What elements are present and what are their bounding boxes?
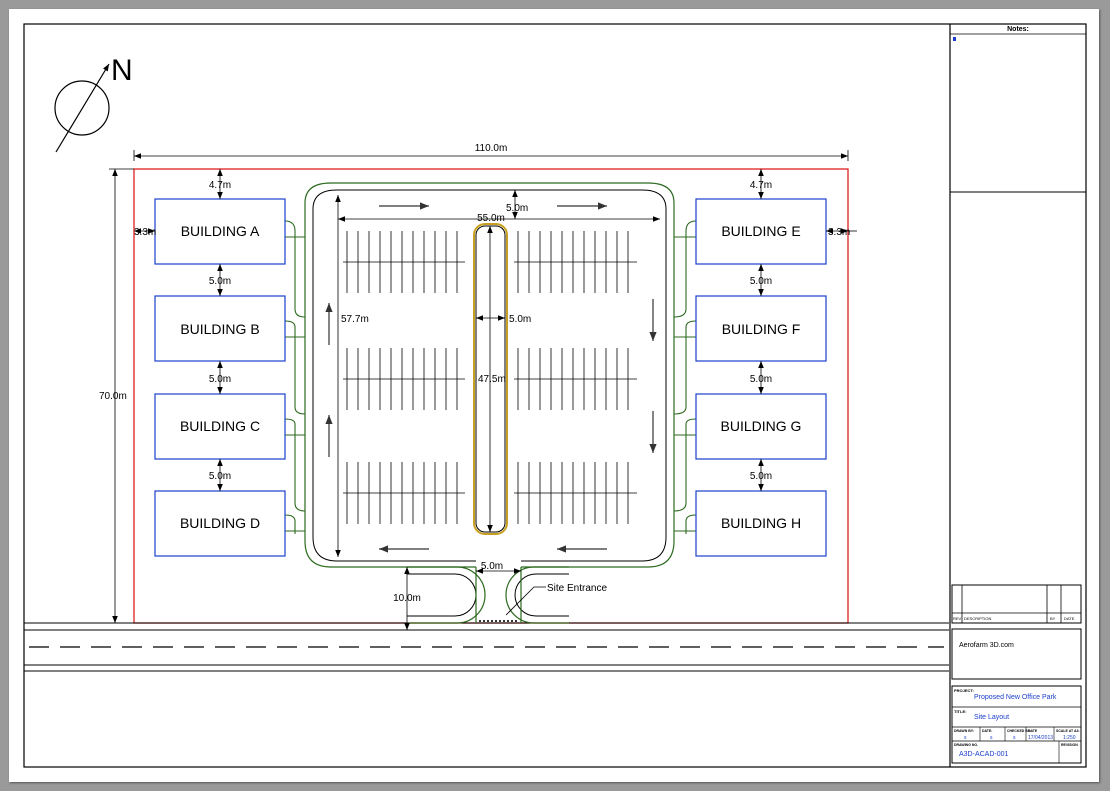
gap-gh-label: 5.0m <box>750 471 772 482</box>
entrance-depth-label: 10.0m <box>393 593 421 604</box>
building-a-label: BUILDING A <box>181 223 260 239</box>
date-header: DATE <box>1064 616 1075 621</box>
north-label: N <box>111 54 133 87</box>
lot-height-label: 57.7m <box>341 314 369 325</box>
gap-ef-label: 5.0m <box>750 276 772 287</box>
building-d-label: BUILDING D <box>180 515 260 531</box>
revision-label: REVISION <box>1061 743 1078 747</box>
parking-bays <box>343 231 637 524</box>
traffic-flow-arrows <box>325 202 657 553</box>
date2-label: DATE <box>1028 729 1038 733</box>
building-f[interactable]: BUILDING F <box>695 295 827 362</box>
scale-label: SCALE AT A3: <box>1056 729 1080 733</box>
company-name: Aerofarm 3D.com <box>959 642 1014 649</box>
building-h[interactable]: BUILDING H <box>695 490 827 557</box>
island-height-label: 47.5m <box>478 374 506 385</box>
notes-cursor <box>953 37 956 41</box>
building-g[interactable]: BUILDING G <box>695 393 827 460</box>
description-header: DESCRIPTION <box>964 616 991 621</box>
building-h-label: BUILDING H <box>721 515 801 531</box>
site-width-label: 110.0m <box>475 143 508 154</box>
lot-width-label: 55.0m <box>477 213 505 224</box>
date2-value: 17/04/2013 <box>1028 735 1053 741</box>
drawing-no-label: DRAWING NO. <box>954 743 978 747</box>
driveways-right <box>673 220 697 534</box>
setback-side-right-label: 3.3m <box>828 227 850 238</box>
scale-value: 1:250 <box>1063 735 1076 741</box>
site-plan-drawing: N <box>23 23 1087 768</box>
building-b[interactable]: BUILDING B <box>154 295 286 362</box>
revisions-table: REV DESCRIPTION BY DATE <box>951 584 1082 624</box>
setback-top-right-label: 4.7m <box>750 180 772 191</box>
date-value: s <box>990 735 993 741</box>
site-height-label: 70.0m <box>99 391 127 402</box>
gap-ab-label: 5.0m <box>209 276 231 287</box>
rev-header: REV <box>953 616 962 621</box>
island-width-label: 5.0m <box>509 314 531 325</box>
checked-value: s <box>1013 735 1016 741</box>
gap-cd-label: 5.0m <box>209 471 231 482</box>
project-value: Proposed New Office Park <box>974 694 1057 701</box>
street <box>24 622 949 672</box>
road-width-label: 5.0m <box>506 203 528 214</box>
building-e-label: BUILDING E <box>721 223 800 239</box>
setback-side-left-label: 3.3m <box>134 227 156 238</box>
project-info: PROJECT: Proposed New Office Park TITLE:… <box>951 685 1082 764</box>
title-block: Notes: REV DESCRIPTION BY DATE Aerofarm … <box>949 23 1087 767</box>
title-label: TITLE: <box>954 709 966 714</box>
building-d[interactable]: BUILDING D <box>154 490 286 557</box>
title-value: Site Layout <box>974 714 1009 721</box>
north-compass-icon <box>54 63 110 153</box>
dimension-lines <box>109 150 857 630</box>
drawing-sheet: N <box>9 9 1099 782</box>
gap-bc-label: 5.0m <box>209 374 231 385</box>
building-c-label: BUILDING C <box>180 418 260 434</box>
drawn-label: DRAWN BY: <box>954 729 974 733</box>
building-c[interactable]: BUILDING C <box>154 393 286 460</box>
date-label: DATE: <box>982 729 992 733</box>
gap-fg-label: 5.0m <box>750 374 772 385</box>
entrance-drive <box>407 566 569 624</box>
dimension-labels: 110.0m 70.0m 4.7m 4.7m 3.3m 3.3m 5.0m 5.… <box>99 143 850 604</box>
drawn-value: s <box>964 735 967 741</box>
driveways-left <box>284 220 306 534</box>
by-header: BY <box>1050 616 1056 621</box>
setback-top-left-label: 4.7m <box>209 180 231 191</box>
sheet-border <box>23 23 1087 768</box>
building-f-label: BUILDING F <box>722 321 801 337</box>
project-label: PROJECT: <box>954 688 974 693</box>
building-e[interactable]: BUILDING E <box>695 198 827 265</box>
parking-loop-road <box>304 182 675 568</box>
drawing-no-value: A3D-ACAD-001 <box>959 751 1009 758</box>
checked-label: CHECKED BY: <box>1007 729 1031 733</box>
notes-header: Notes: <box>1007 26 1029 33</box>
building-a[interactable]: BUILDING A <box>154 198 286 265</box>
entrance-gap-label: 5.0m <box>481 561 503 572</box>
site-entrance-label: Site Entrance <box>547 583 607 594</box>
building-b-label: BUILDING B <box>180 321 259 337</box>
building-g-label: BUILDING G <box>721 418 802 434</box>
